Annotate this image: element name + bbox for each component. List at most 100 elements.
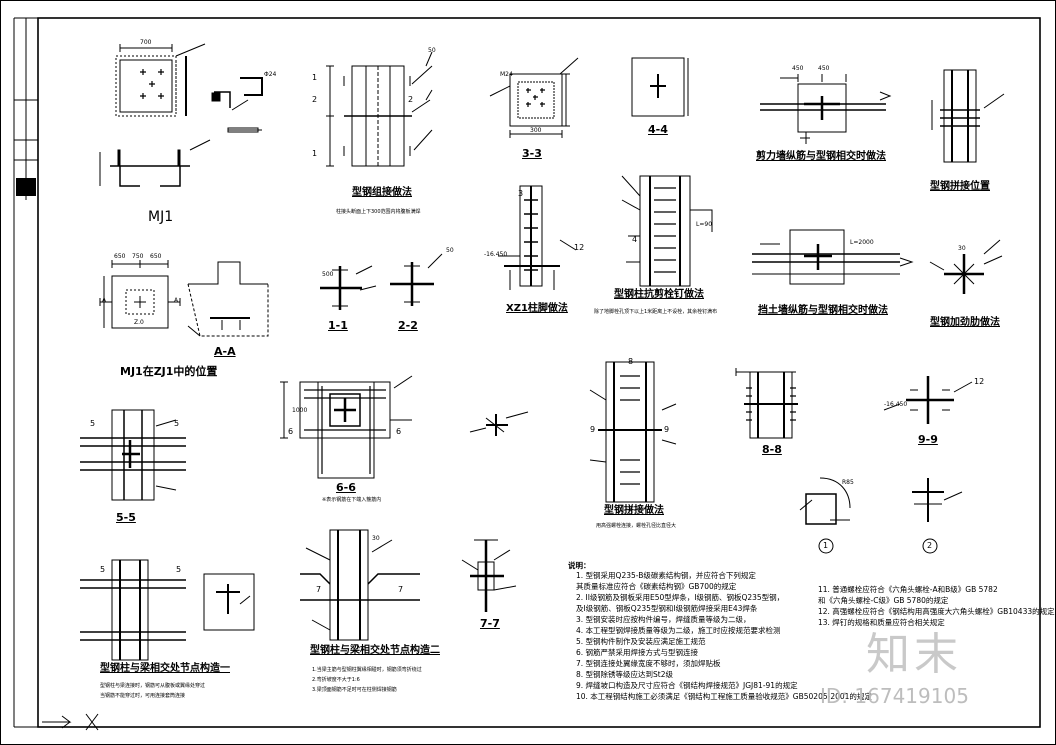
section-8-8-detail xyxy=(735,368,798,439)
mj1-detail xyxy=(99,43,263,187)
dim-label: 50 xyxy=(446,247,454,254)
watermark-brand: 知末 xyxy=(866,629,962,680)
section-marker: 5 xyxy=(100,565,106,574)
section-marker: 8 xyxy=(628,507,634,516)
splice-position-detail xyxy=(931,69,1005,163)
shear-stud-note: 除了地脚栓孔顶下以上1米距离上不设栓，其余栓钉满布 xyxy=(594,309,718,315)
section-marker: 6 xyxy=(396,427,402,436)
section-marker: 9 xyxy=(590,425,596,434)
note-line: 1. 型钢采用Q235-B级碳素结构钢，并应符合下列规定 xyxy=(576,571,756,580)
shear-wall-detail xyxy=(760,74,892,144)
dim-label: L=90 xyxy=(696,221,713,228)
section-marker: 1 xyxy=(312,149,318,158)
level-label: -16.450 xyxy=(484,251,508,258)
section-marker: 1 xyxy=(312,73,318,82)
section-marker: 2 xyxy=(408,95,414,104)
node-2-note-b: 2.弯折坡度不大于1:6 xyxy=(312,677,360,683)
node-detail-1 xyxy=(80,559,255,661)
xz1-column-base-detail xyxy=(498,185,577,290)
mj1-zj1-title: MJ1在ZJ1中的位置 xyxy=(120,365,218,378)
dim-label: L=2000 xyxy=(850,239,874,246)
dim-label: 750 xyxy=(132,253,144,260)
detail-number: 1 xyxy=(823,541,829,550)
drawing-frame xyxy=(37,17,1041,728)
stud-node-small xyxy=(469,411,529,436)
section-5-5-title: 5-5 xyxy=(116,511,136,524)
shear-stud-title: 型钢柱抗剪栓钉做法 xyxy=(614,289,704,300)
section-3-3-detail xyxy=(489,57,579,138)
detail-number: 2 xyxy=(927,541,933,550)
splice-note: 用高强螺栓连接，螺栓孔径比直径大 xyxy=(596,523,677,529)
section-4-4-title: 4-4 xyxy=(648,123,668,136)
note-line: 10. 本工程钢结构施工必须满足《钢结构工程施工质量验收规范》GB50205-2… xyxy=(576,692,872,701)
section-marker: 2 xyxy=(312,95,318,104)
note-line: 3. 型钢安装时应按构件编号，焊缝质量等级为二级， xyxy=(576,615,751,624)
stud-number: 12 xyxy=(974,377,985,386)
stud-number: 12 xyxy=(574,243,585,252)
splice-position-title: 型钢拼接位置 xyxy=(930,181,990,192)
note-line: 2. II级钢筋及钢板采用E50型焊条，I级钢筋、钢板Q235型钢， xyxy=(576,593,785,602)
section-6-6-detail xyxy=(280,375,413,479)
section-marker: 6 xyxy=(288,427,294,436)
dim-label: 30 xyxy=(372,535,380,542)
section-6-6-title: 6-6 xyxy=(336,481,356,494)
note-line: 4. 本工程型钢焊接质量等级为二级，施工时应按规范要求检测 xyxy=(576,626,781,635)
note-line: 其质量标准应符合《碳素结构钢》GB700的规定 xyxy=(576,582,737,591)
section-marker: 4 xyxy=(632,235,638,244)
splice-detail xyxy=(589,361,677,503)
section-7-7-title: 7-7 xyxy=(480,617,500,630)
general-notes: 说明： 1. 型钢采用Q235-B级碳素结构钢，并应符合下列规定 其质量标准应符… xyxy=(568,561,1055,722)
dim-label: 300 xyxy=(530,127,542,134)
dim-label: 700 xyxy=(140,39,152,46)
node-1-title: 型钢柱与梁相交处节点构造一 xyxy=(100,663,230,674)
note-line: 12. 高强螺栓应符合《钢结构用高强度大六角头螺栓》GB10433的规定 xyxy=(818,607,1055,616)
section-marker: A xyxy=(174,297,179,304)
dim-label: 650 xyxy=(114,253,126,260)
node-1-note-b: 当钢筋不能穿过时，可用连接套筒连接 xyxy=(100,693,186,699)
section-marker: 8 xyxy=(628,357,634,366)
shear-stud-detail xyxy=(621,175,713,287)
section-8-8-title: 8-8 xyxy=(762,443,782,456)
retaining-wall-title: 挡土墙纵筋与型钢相交时做法 xyxy=(758,305,888,316)
xz1-title: XZ1柱脚做法 xyxy=(506,303,568,314)
bolt-label: Φ24 xyxy=(264,71,277,78)
stiffener-detail xyxy=(929,239,1003,294)
section-marker: A xyxy=(102,297,107,304)
section-4-4-detail xyxy=(631,57,689,117)
dim-label: 450 xyxy=(792,65,804,72)
section-7-7-detail xyxy=(461,539,517,612)
weld-joint-note: 柱接头断面上下300范围内将腹板满焊 xyxy=(336,209,421,215)
aa-title: A-A xyxy=(214,345,236,358)
note-line: 6. 钢筋严禁采用焊接方式与型钢连接 xyxy=(576,648,699,657)
section-marker: 7 xyxy=(316,585,322,594)
circle-detail-2 xyxy=(912,478,963,554)
section-1-1-detail xyxy=(320,265,377,310)
note-line: 8. 型钢除锈等级应达到St2级 xyxy=(576,670,674,679)
note-line: 及I级钢筋、钢板Q235型钢和I级钢筋焊接采用E43焊条 xyxy=(576,604,758,613)
section-marker: 9 xyxy=(664,425,670,434)
dim-label: 50 xyxy=(428,47,436,54)
dim-label: 650 xyxy=(150,253,162,260)
weld-joint-title: 型钢组接做法 xyxy=(352,187,412,198)
section-2-2-detail xyxy=(390,253,443,306)
watermark-id: ID: 167419105 xyxy=(820,684,969,708)
section-marker: 7 xyxy=(398,585,404,594)
section-2-2-title: 2-2 xyxy=(398,319,418,332)
section-marker: 3 xyxy=(518,189,524,198)
weld-joint-detail xyxy=(326,51,433,167)
section-3-3-title: 3-3 xyxy=(522,147,542,160)
shear-wall-title: 剪力墙纵筋与型钢相交时做法 xyxy=(756,151,886,162)
stiffener-title: 型钢加劲肋做法 xyxy=(930,317,1000,328)
note-line: 9. 焊缝坡口构造及尺寸应符合《钢结构焊接规范》JGJ81-91的规定 xyxy=(576,681,798,690)
section-marker: 5 xyxy=(90,419,96,428)
section-marker: 5 xyxy=(176,565,182,574)
watermark: 知末 ID: 167419105 xyxy=(820,610,1040,730)
mj1-in-zj1-detail xyxy=(99,260,269,337)
circle-detail-1 xyxy=(799,477,851,554)
notes-heading: 说明： xyxy=(568,561,591,570)
node-6-6-note: ※表示钢筋在下端入箍筋内 xyxy=(322,497,382,503)
section-5-5-detail xyxy=(80,409,186,501)
section-1-1-title: 1-1 xyxy=(328,319,348,332)
